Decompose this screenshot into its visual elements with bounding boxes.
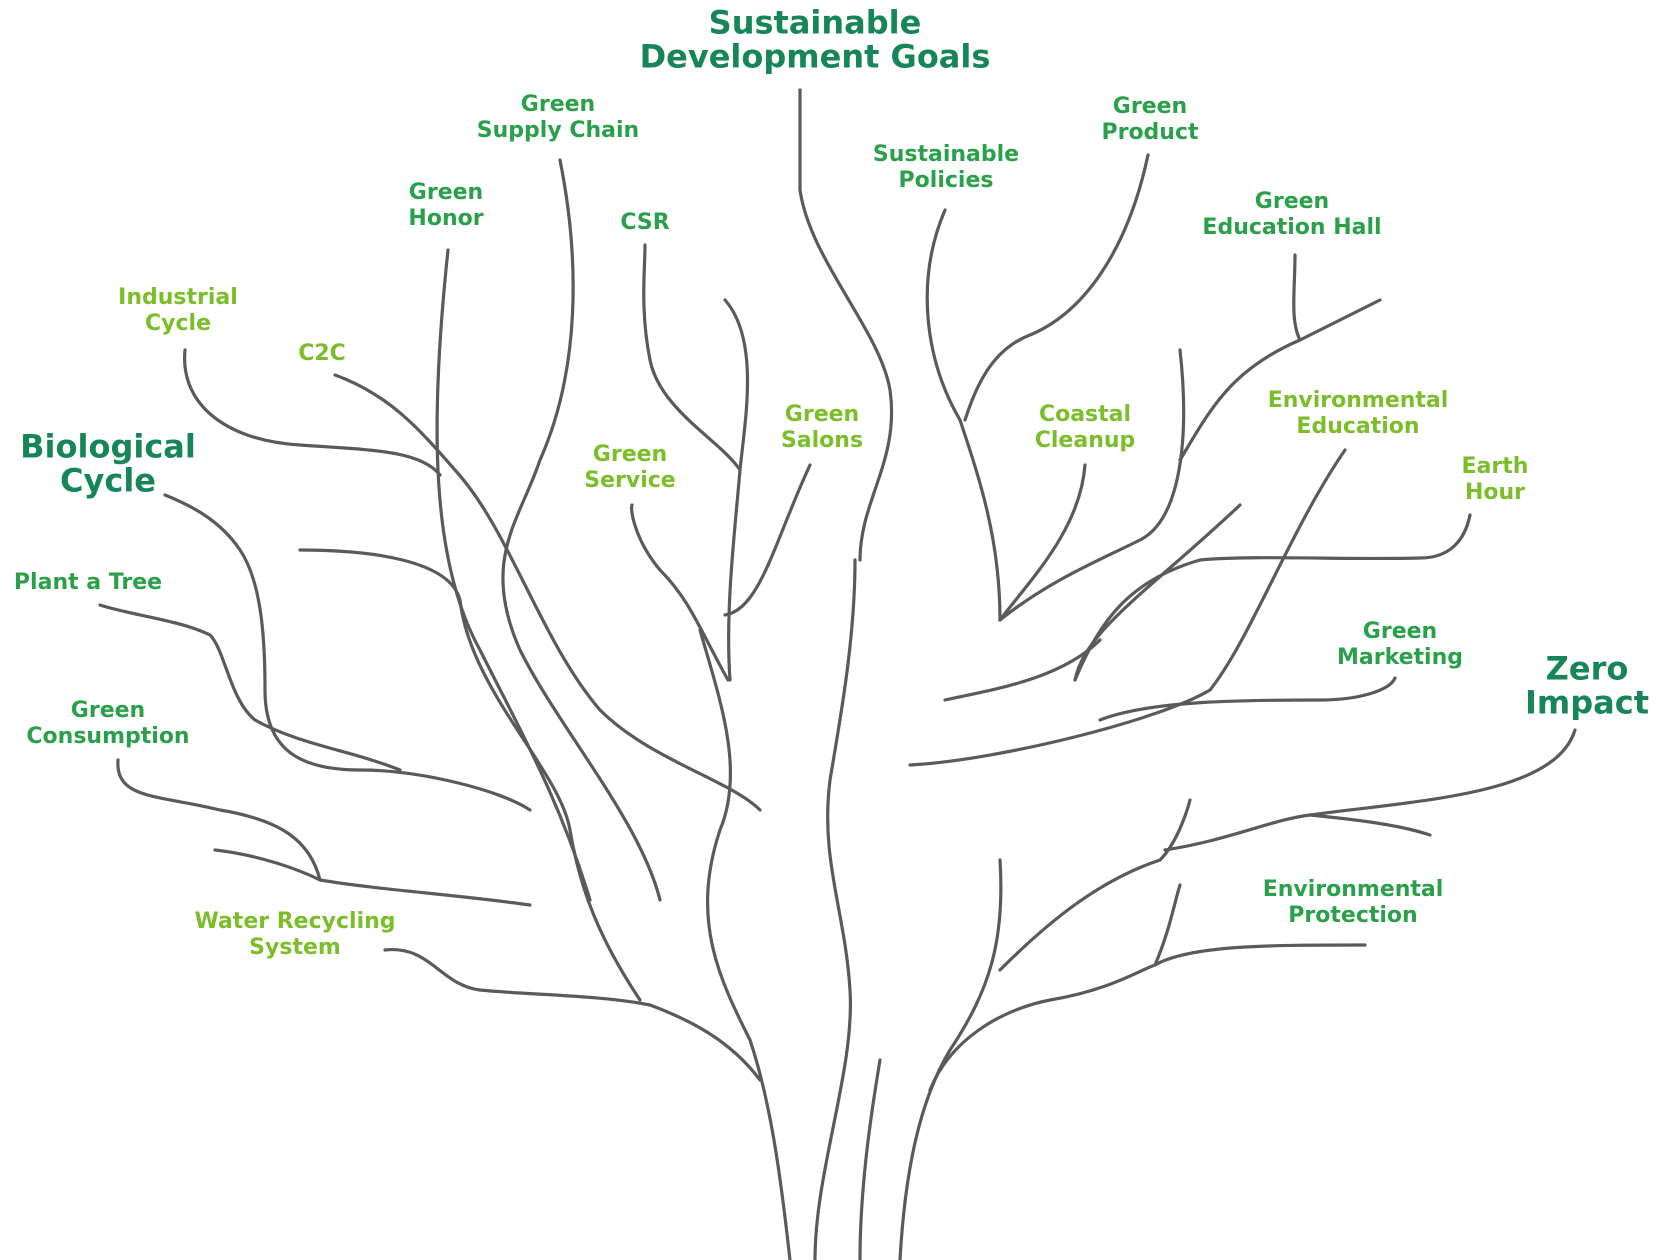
label-zero-impact: Zero Impact xyxy=(1525,652,1649,719)
branch-env-edu-twig xyxy=(1073,503,1242,682)
label-water-recycling-system: Water Recycling System xyxy=(194,909,395,961)
label-csr: CSR xyxy=(620,210,669,236)
label-green-salons: Green Salons xyxy=(781,402,863,454)
label-zero-impact-line-2: Impact xyxy=(1524,683,1650,721)
branch-environmental-education xyxy=(908,448,1347,767)
branch-green-honor xyxy=(435,248,592,902)
branch-zero-impact-twig xyxy=(1308,813,1432,837)
label-green-service-line-1: Green xyxy=(592,442,668,468)
branch-env-protection-twig xyxy=(1153,883,1182,967)
branch-csr-twig xyxy=(723,298,750,472)
branch-biological-cycle xyxy=(163,493,532,812)
label-green-marketing: Green Marketing xyxy=(1337,619,1463,671)
branch-earth-hour xyxy=(1073,513,1472,682)
label-green-honor: Green Honor xyxy=(408,180,483,232)
label-biological-cycle-line-2: Cycle xyxy=(60,461,156,499)
label-sustainable-policies-line-1: Sustainable xyxy=(872,142,1020,168)
label-environmental-education-line-2: Education xyxy=(1296,414,1420,439)
branch-green-salons xyxy=(723,463,812,617)
label-green-education-hall-line-2: Education Hall xyxy=(1202,215,1382,240)
label-green-service-line-2: Service xyxy=(584,468,676,493)
label-water-recycling-system-line-1: Water Recycling xyxy=(194,909,396,935)
label-green-salons-line-1: Green xyxy=(784,402,860,428)
label-plant-a-tree: Plant a Tree xyxy=(14,570,162,596)
branch-sustainable-policies xyxy=(925,208,1002,622)
label-environmental-protection-line-1: Environmental xyxy=(1262,877,1444,903)
label-sustainable-policies-line-2: Policies xyxy=(898,168,994,193)
trunk-inner xyxy=(858,1058,882,1260)
label-coastal-cleanup-line-2: Cleanup xyxy=(1034,428,1136,453)
label-water-recycling-system-line-2: System xyxy=(249,935,341,960)
branch-green-consumption xyxy=(116,758,532,907)
branch-education-inner xyxy=(998,348,1186,622)
label-green-service: Green Service xyxy=(584,442,675,494)
branch-green-product xyxy=(963,153,1150,422)
label-biological-cycle: Biological Cycle xyxy=(20,430,196,497)
label-biological-cycle-line-1: Biological xyxy=(20,427,196,466)
branch-green-consumption-twig xyxy=(213,848,322,882)
branch-water-recycling xyxy=(383,948,762,1082)
label-green-consumption: Green Consumption xyxy=(26,698,189,750)
label-green-consumption-line-2: Consumption xyxy=(26,724,190,749)
branch-coastal-cleanup xyxy=(998,463,1087,622)
label-industrial-cycle-line-1: Industrial xyxy=(118,285,238,311)
label-coastal-cleanup-line-1: Coastal xyxy=(1038,402,1132,428)
label-green-marketing-line-1: Green xyxy=(1362,619,1438,645)
label-green-salons-line-2: Salons xyxy=(780,428,864,453)
trunk-center xyxy=(813,558,857,1260)
branch-zero-impact-inner xyxy=(998,798,1192,972)
label-environmental-protection-line-2: Protection xyxy=(1288,903,1418,928)
branch-environmental-protection xyxy=(928,943,1367,1092)
label-coastal-cleanup: Coastal Cleanup xyxy=(1035,402,1136,454)
label-green-honor-line-1: Green xyxy=(408,180,484,206)
label-green-product-line-1: Green xyxy=(1112,94,1188,120)
label-zero-impact-line-1: Zero xyxy=(1545,649,1629,688)
label-green-supply-chain-line-1: Green xyxy=(520,92,596,118)
label-earth-hour-line-1: Earth xyxy=(1461,454,1529,480)
label-industrial-cycle-line-2: Cycle xyxy=(145,311,211,336)
branch-green-supply-chain xyxy=(501,158,662,902)
label-environmental-education: Environmental Education xyxy=(1268,388,1449,440)
label-csr-line-1: CSR xyxy=(620,210,670,236)
trunk-right xyxy=(898,858,1003,1260)
branch-c2c xyxy=(333,373,762,812)
branch-green-service xyxy=(630,503,730,682)
label-green-education-hall-line-1: Green xyxy=(1254,189,1330,215)
label-environmental-education-line-1: Environmental xyxy=(1267,388,1449,414)
branch-green-education-hall-twig xyxy=(1292,253,1302,342)
label-green-consumption-line-1: Green xyxy=(70,698,146,724)
label-green-marketing-line-2: Marketing xyxy=(1336,645,1464,670)
trunk-left xyxy=(698,628,792,1260)
label-sustainable-policies: Sustainable Policies xyxy=(873,142,1019,194)
label-green-supply-chain: Green Supply Chain xyxy=(477,92,639,144)
branch-green-marketing xyxy=(1098,676,1397,722)
branch-green-education-hall xyxy=(1178,298,1382,462)
label-c2c-line-1: C2C xyxy=(298,341,346,367)
label-green-honor-line-2: Honor xyxy=(408,206,484,231)
label-c2c: C2C xyxy=(298,341,346,367)
label-sdg-line-1: Sustainable xyxy=(708,3,922,42)
branch-plant-a-tree xyxy=(98,603,402,772)
label-green-education-hall: Green Education Hall xyxy=(1202,189,1381,241)
branch-zero-impact xyxy=(1163,728,1577,852)
branch-green-marketing-twig xyxy=(943,638,1102,702)
branch-sdg xyxy=(798,88,894,562)
label-industrial-cycle: Industrial Cycle xyxy=(118,285,238,337)
branch-industrial-cycle xyxy=(183,348,442,477)
label-earth-hour-line-2: Hour xyxy=(1464,480,1526,505)
label-plant-a-tree-line-1: Plant a Tree xyxy=(13,570,163,596)
label-green-product-line-2: Product xyxy=(1101,120,1199,145)
branch-csr xyxy=(642,243,742,682)
label-sustainable-development-goals: Sustainable Development Goals xyxy=(640,6,991,73)
branch-bio-inner xyxy=(298,548,642,1002)
label-green-product: Green Product xyxy=(1101,94,1198,146)
label-sdg-line-2: Development Goals xyxy=(639,37,991,75)
label-earth-hour: Earth Hour xyxy=(1462,454,1529,506)
label-green-supply-chain-line-2: Supply Chain xyxy=(476,118,640,143)
label-environmental-protection: Environmental Protection xyxy=(1263,877,1444,929)
